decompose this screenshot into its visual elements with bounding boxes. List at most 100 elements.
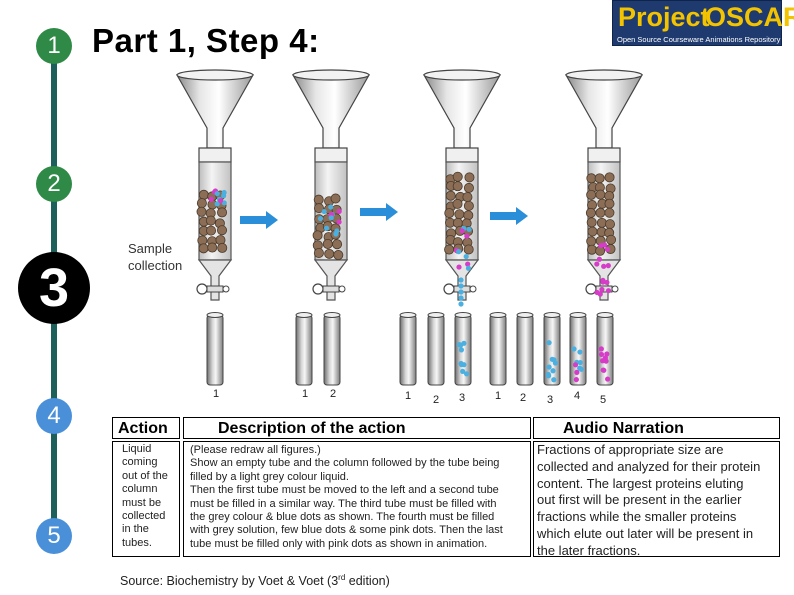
source-prefix: Source: Biochemistry by Voet & Voet (3: [120, 574, 339, 589]
funnel-rim: [292, 69, 370, 81]
gel-bead: [217, 242, 228, 253]
narration-header-cell: [533, 417, 780, 439]
sample-dot: [464, 233, 470, 239]
gel-bead: [444, 208, 455, 219]
sample-dot: [600, 277, 606, 284]
column-tip: [197, 259, 233, 301]
chromatography-column: [175, 69, 255, 301]
gel-bead: [586, 244, 597, 255]
sample-dot: [605, 263, 611, 269]
sample-dot: [604, 246, 610, 252]
action-line: in the: [122, 523, 149, 536]
source-suffix: edition): [345, 574, 390, 589]
gel-bead: [604, 219, 615, 230]
step-arrow: [360, 203, 398, 221]
gel-bead: [207, 242, 218, 253]
chromatography-column: [564, 69, 644, 301]
tube-body: [427, 314, 445, 386]
action-line: coming: [122, 456, 158, 469]
fraction-dot: [577, 359, 583, 366]
sample-dot: [605, 288, 612, 294]
tube-rim: [323, 312, 341, 318]
fraction-dot: [458, 360, 464, 367]
collection-tube: [516, 312, 534, 386]
sample-dot: [458, 295, 464, 301]
sample-dot: [217, 198, 224, 204]
collection-tube: [489, 312, 507, 386]
step-3-button[interactable]: 3: [18, 252, 90, 324]
description-text: (Please redraw all figures.) Show an emp…: [190, 444, 530, 551]
gel-bead: [198, 243, 209, 254]
sample-dot: [336, 219, 342, 225]
sample-dot: [601, 263, 607, 269]
tube-number: 4: [574, 390, 581, 402]
step-4-button[interactable]: 4: [36, 398, 72, 434]
funnel-rim: [423, 69, 501, 81]
tube-rim: [206, 312, 224, 318]
tube-number: 2: [433, 394, 440, 406]
column-tip: [313, 259, 349, 301]
funnel-rim: [176, 69, 254, 81]
stopper: [198, 147, 232, 163]
sample-dot: [221, 189, 227, 196]
tube-number: 1: [405, 390, 412, 402]
description-line: tube must be filled only with pink dots …: [190, 537, 488, 550]
fraction-dot: [551, 357, 557, 363]
step-1-label: 1: [47, 32, 61, 59]
funnel-rim: [565, 69, 643, 81]
tube-rim: [516, 312, 534, 318]
fraction-dot: [461, 340, 467, 346]
gel-bead: [324, 248, 335, 259]
stopcock-end: [611, 285, 619, 293]
tube-body: [489, 314, 507, 386]
fraction-dot: [546, 364, 552, 370]
gel-bead: [196, 206, 207, 217]
gel-bead: [206, 225, 217, 236]
gel-bead: [454, 209, 465, 220]
tube-body: [295, 314, 313, 386]
sample-dot: [317, 215, 324, 222]
narration-line: fractions while the smaller proteins: [537, 509, 737, 525]
description-line: filled by a light grey colour liquid.: [190, 470, 349, 483]
gel-bead: [586, 189, 597, 200]
project-oscar-logo[interactable]: Project OSCAR Open Source Courseware Ani…: [612, 0, 794, 46]
logo-tagline: Open Source Courseware Animations Reposi…: [617, 35, 781, 44]
step-5-button[interactable]: 5: [36, 518, 72, 554]
collection-tube: [427, 312, 445, 386]
action-header-cell: [112, 417, 180, 439]
tube-rim: [399, 312, 417, 318]
funnel: [422, 74, 502, 149]
sample-collection-label: Sample collection: [128, 240, 182, 274]
gel-bead: [586, 236, 597, 247]
sample-dot: [459, 228, 465, 234]
gel-bead: [444, 244, 455, 255]
gel-bead: [595, 207, 606, 218]
gel-bead: [604, 172, 615, 183]
tube-number: 3: [547, 394, 554, 406]
fraction-dot: [456, 342, 462, 348]
action-line: column: [122, 483, 158, 496]
description-line: with grey solution, few blue dots & some…: [190, 524, 503, 537]
gel-bead: [586, 217, 597, 228]
gel-bead: [332, 239, 343, 250]
collection-tube: [454, 312, 472, 386]
gel-bead: [463, 200, 474, 211]
gel-bead: [217, 225, 228, 236]
description-line: the grey colour & blue dots as shown. Th…: [190, 511, 495, 524]
step-1-button[interactable]: 1: [36, 28, 72, 64]
sample-dot: [463, 253, 469, 260]
collection-tube: [399, 312, 417, 386]
sample-dot: [458, 283, 464, 289]
gel-bead: [463, 244, 474, 255]
step-2-button[interactable]: 2: [36, 166, 72, 202]
gel-bead: [313, 247, 324, 258]
fraction-dot: [545, 373, 552, 379]
fraction-dot: [577, 349, 583, 355]
stopper: [314, 147, 348, 163]
gel-bead: [595, 189, 606, 200]
gel-bead: [313, 194, 324, 205]
sample-dot: [458, 301, 464, 307]
sample-dot: [599, 286, 605, 293]
sample-dot: [466, 226, 472, 232]
